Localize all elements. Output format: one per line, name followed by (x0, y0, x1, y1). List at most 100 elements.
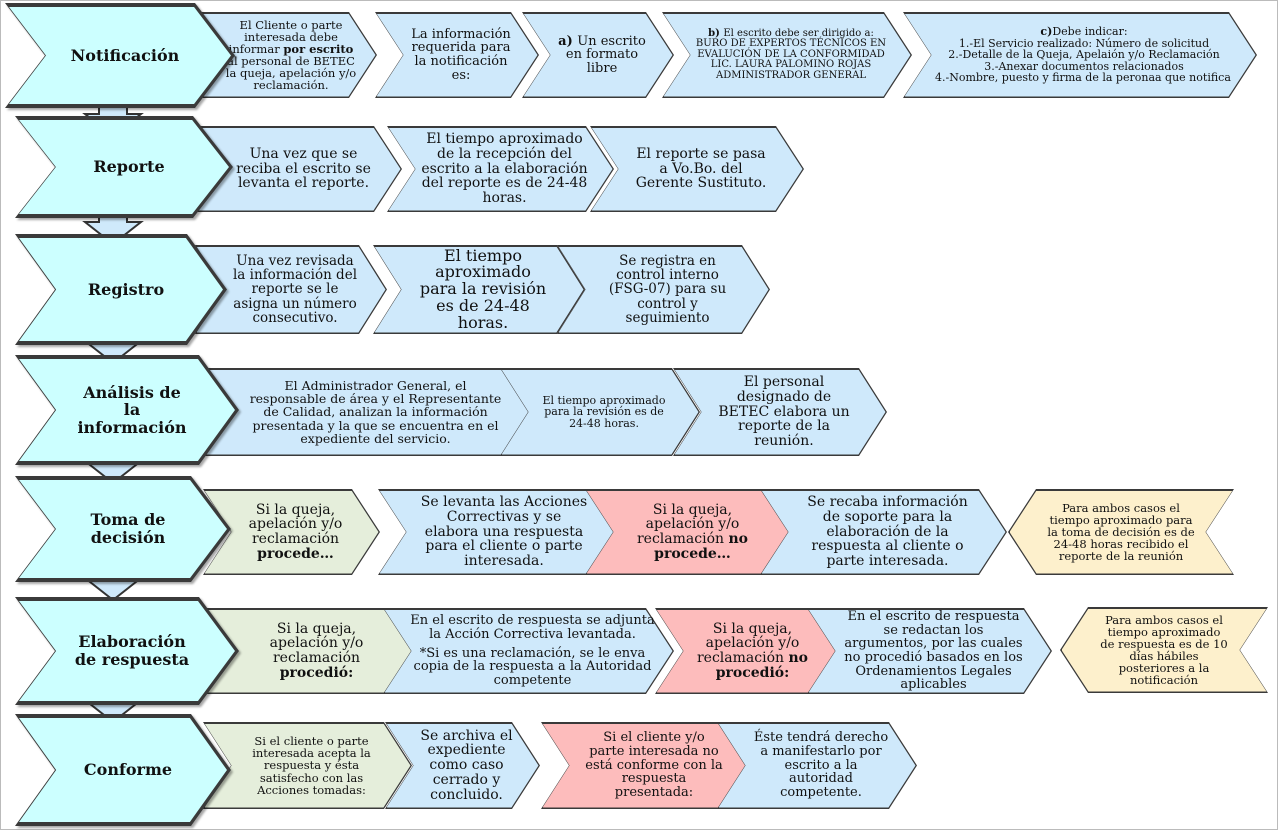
text-line: Conforme (83, 760, 173, 780)
chevron-fill (204, 723, 411, 808)
text-line: al personal de BETEC (227, 54, 355, 68)
text-line: Correctivas y se (446, 508, 562, 525)
text-line: la toma de decisión es de (1047, 524, 1195, 539)
chevron-fill (663, 13, 911, 97)
chevron-fill (542, 723, 758, 808)
text-line: apelación y/o (269, 635, 364, 652)
stage-title: Conforme (55, 714, 201, 826)
text-line: a manifestarlo por (760, 744, 882, 760)
text-run: Un escrito (577, 33, 646, 49)
text-line: horas. (482, 190, 527, 207)
chevron-fill (9, 7, 231, 104)
text-line: competente. (780, 784, 862, 800)
text-line: El tiempo aproximado (426, 131, 583, 148)
text-line: responsable de área y el Representante (249, 391, 502, 407)
text-line: 24-48 horas. (569, 416, 639, 430)
text-line: la queja, apelación y/o (225, 66, 357, 81)
text-line: Si la queja, (276, 620, 357, 637)
text-line: la Acción Correctiva levantada. (429, 627, 636, 643)
bold-text: por escrito (283, 41, 354, 56)
chevron-fill (656, 609, 841, 693)
text-line: procede… (257, 546, 334, 562)
text-line: procedió: (280, 665, 354, 681)
text-line: libre (586, 60, 618, 76)
text-line: escrito a la elaboración (421, 160, 588, 177)
stage-title: Reporte (55, 116, 203, 218)
text-line: Si la queja, (255, 501, 336, 518)
text-line: Ordenamientos Legales (855, 663, 1012, 679)
text-line: interesada acepta la (252, 746, 371, 761)
text-line: posteriores a la (1118, 661, 1210, 676)
text-line: a Vo.Bo. del (659, 160, 743, 177)
text-line: Se registra en (619, 253, 716, 270)
text-line: levanta el reporte. (237, 175, 370, 192)
text-line: de respuesta es de 10 (1100, 636, 1228, 651)
text-line: Se levanta las Acciones (420, 494, 588, 511)
text-line: control y (637, 295, 698, 312)
text-line: BURO DE EXPERTOS TÉCNICOS EN (695, 38, 887, 50)
text-line: cerrado y (432, 771, 501, 788)
text-line: En el escrito de respuesta (847, 609, 1020, 625)
text-line: elabora una respuesta (424, 523, 584, 540)
text-line: Si el cliente o parte (254, 734, 369, 749)
text-line: apelación y/o (645, 516, 740, 533)
text-line: reclamación no (697, 651, 808, 666)
chevron-fill (718, 723, 916, 808)
text-line: c)Debe indicar: (935, 26, 1233, 38)
text-line: de la recepción del (437, 145, 572, 162)
text-line: Para ambos casos el (1062, 500, 1180, 515)
text-line: parte interesada. (826, 553, 949, 570)
chevron-fill (591, 127, 803, 211)
text-line: respuesta (621, 771, 687, 787)
stage-conforme: Conforme (15, 714, 231, 826)
text-run: Debe indicar: (1052, 25, 1128, 39)
stage-notificación: Notificación (5, 3, 235, 108)
text-line: LIC. LAURA PALOMINO ROJAS (710, 59, 872, 71)
text-line: 4.-Nombre, puesto y firma de la peronaa … (935, 71, 1231, 85)
text-line: del reporte es de 24-48 (421, 175, 588, 192)
text-line: reclamación (251, 531, 340, 547)
text-line: concluido. (430, 786, 503, 803)
text-line: Reporte (93, 157, 165, 177)
text-line: expediente del servicio. (300, 430, 451, 446)
bold-text: procede… (654, 545, 731, 562)
text-line: seguimiento (625, 309, 710, 326)
chevron-fill (379, 490, 621, 574)
text-line: apelación y/o (705, 635, 800, 652)
text-line: Se recaba información (807, 494, 968, 511)
text-line: elaboración de la (826, 523, 949, 540)
text-line: 3.-Anexar documentos relacionados (984, 59, 1184, 73)
text-line: aplicables (900, 677, 967, 693)
chevron-fill (204, 609, 421, 693)
text-line: Análisis de (83, 382, 181, 402)
stage-registro: Registro (15, 234, 227, 345)
